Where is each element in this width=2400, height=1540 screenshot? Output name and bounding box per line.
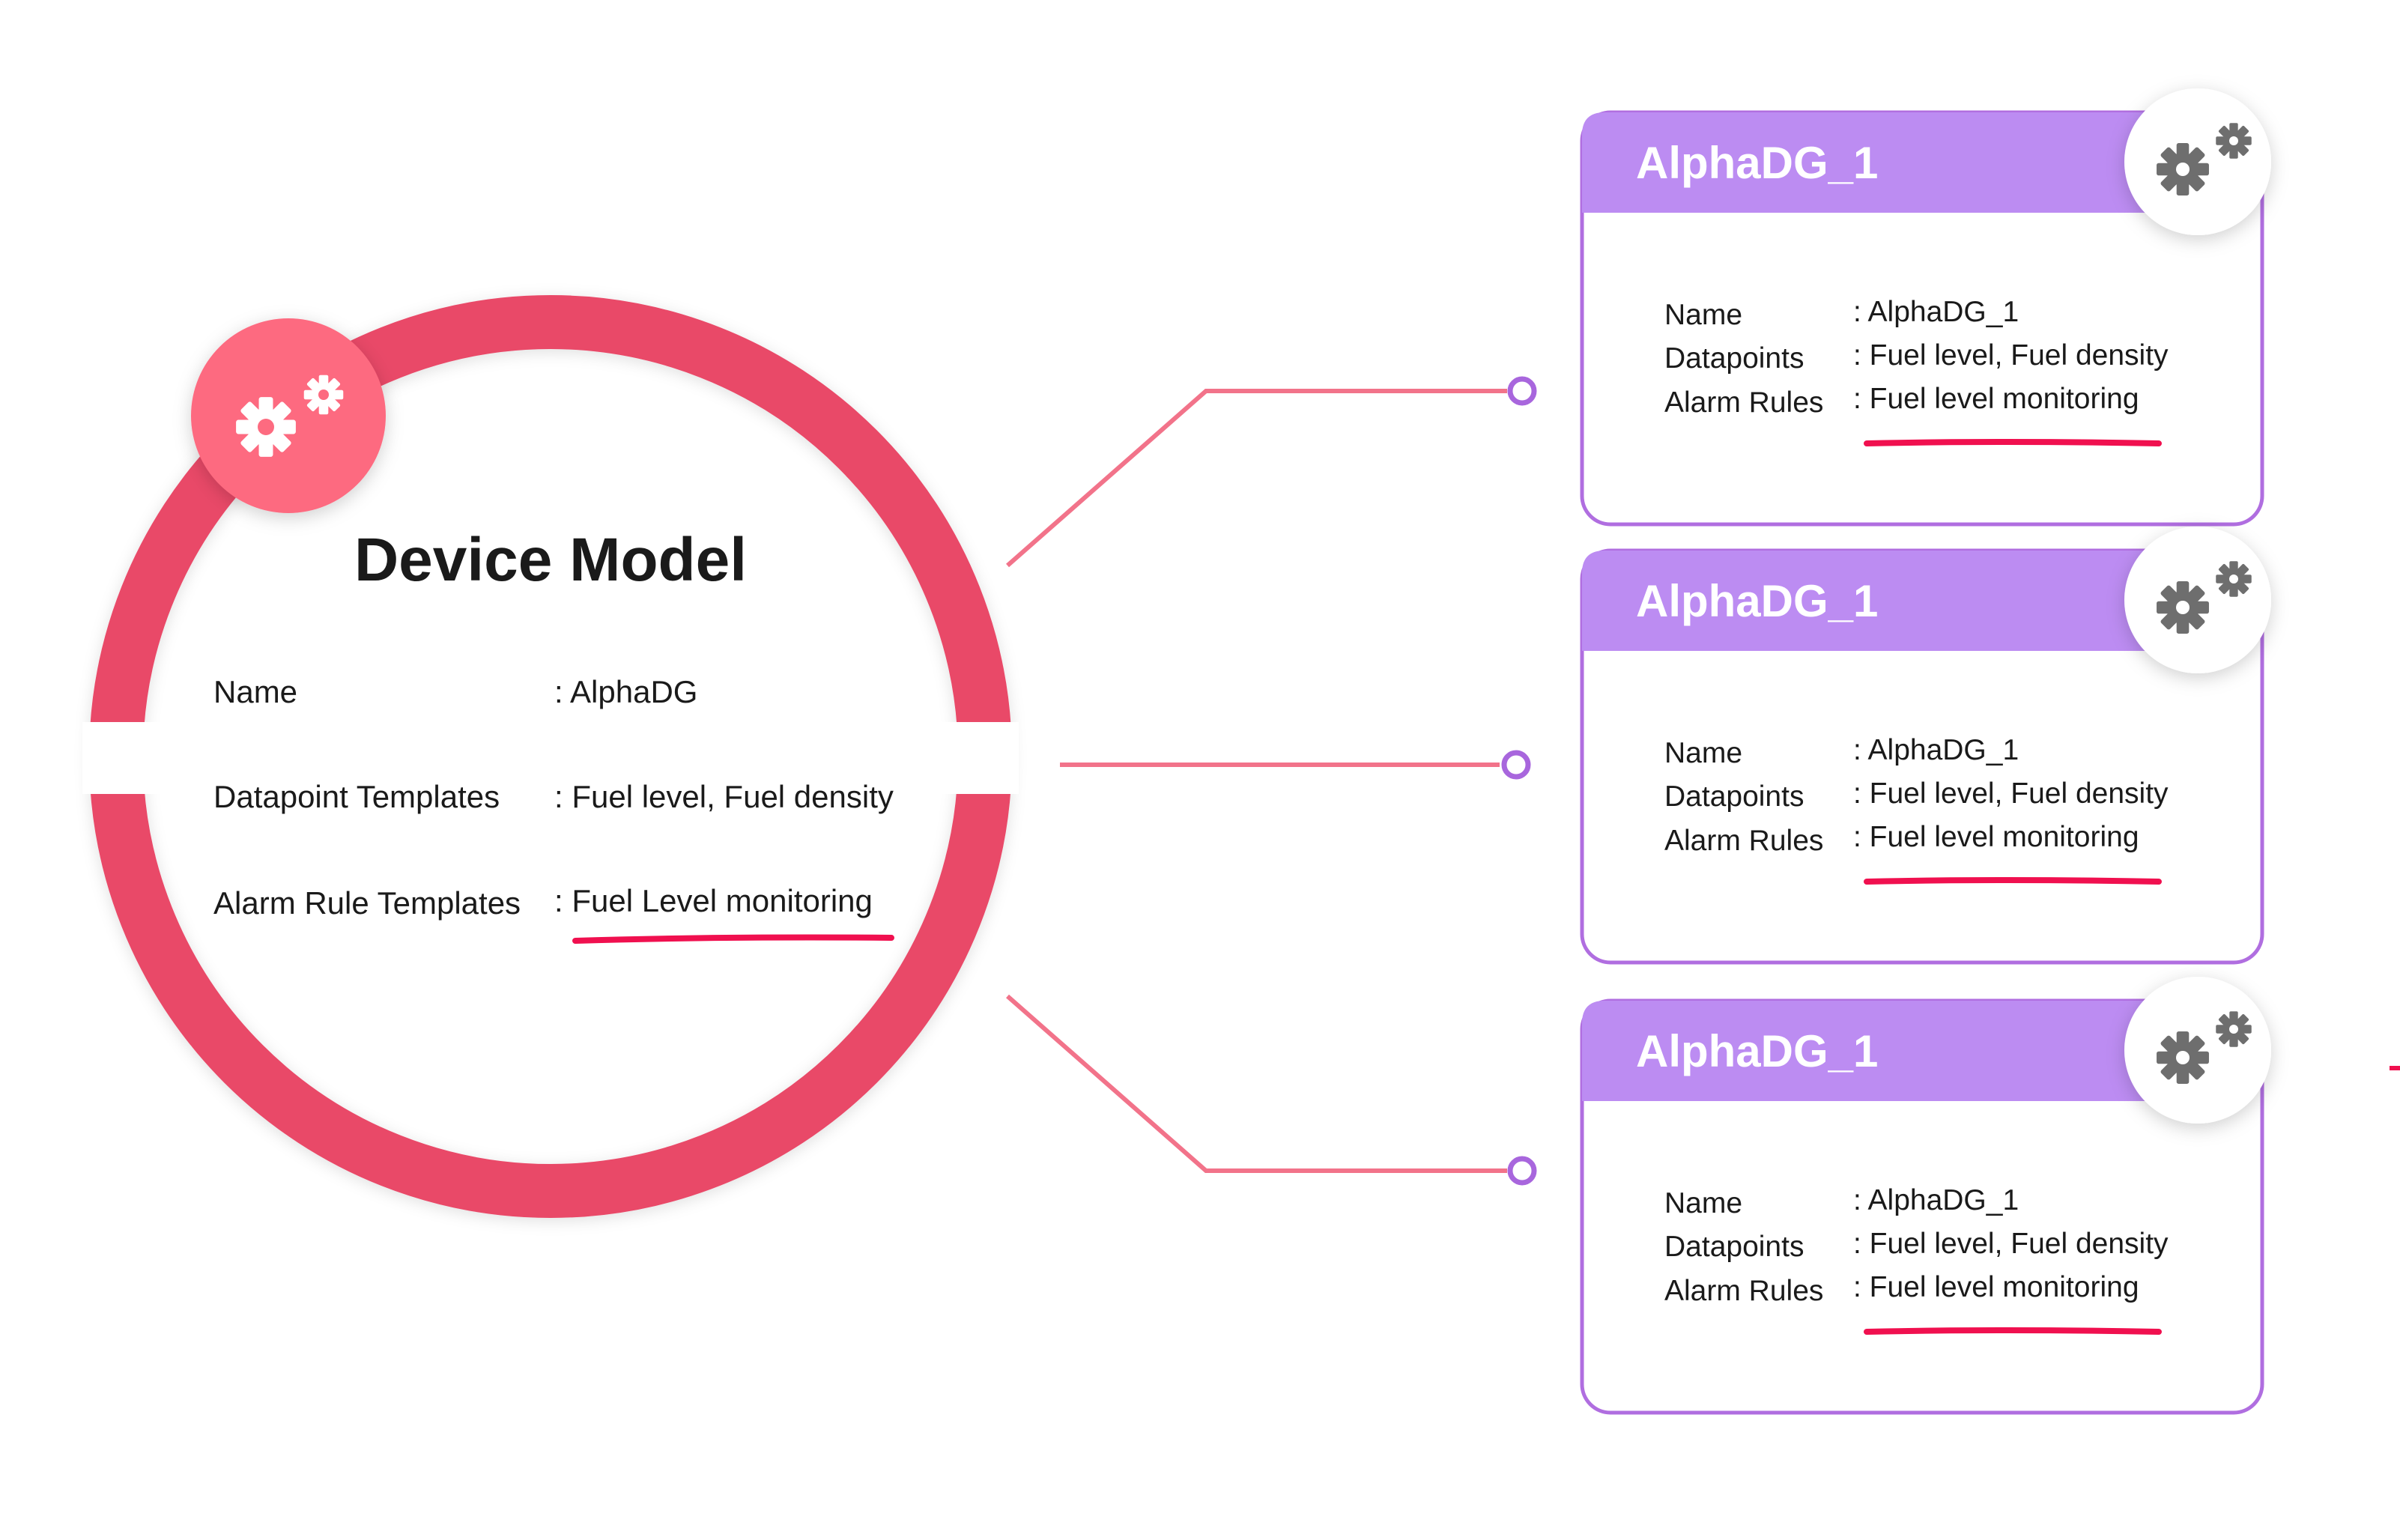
- device-model: Device Model Name : AlphaDG Datapoint Te…: [82, 295, 1019, 1218]
- connector-dot-2: [1501, 750, 1531, 780]
- alarm-rule-underline: [1864, 439, 2162, 446]
- gear-hole: [2176, 163, 2190, 176]
- gear-hole: [2176, 601, 2190, 614]
- field-label-alarm-rule-templates: Alarm Rule Templates: [213, 885, 521, 921]
- card-field-label: Name: [1664, 1187, 1742, 1219]
- device-model-badge-circle: [191, 318, 386, 513]
- connector-line-3: [1006, 994, 1507, 1173]
- device-model-fields: Name : AlphaDG Datapoint Templates : Fue…: [213, 674, 894, 921]
- connectors: [1006, 376, 1537, 1186]
- field-value-alarm-rule-templates: : Fuel Level monitoring: [554, 883, 873, 918]
- card-field-value: : Fuel level, Fuel density: [1853, 339, 2169, 372]
- card-field-value: : Fuel level monitoring: [1853, 1271, 2139, 1303]
- card-field-label: Datapoints: [1664, 780, 1804, 813]
- card-field-label: Alarm Rules: [1664, 386, 1823, 419]
- alarm-rule-underline: [572, 934, 894, 944]
- alarm-rule-underline: [1864, 1327, 2162, 1335]
- ring-gap-inner: [142, 727, 966, 789]
- connector-dot-1: [1507, 376, 1537, 406]
- card-field-label: Datapoints: [1664, 1231, 1804, 1263]
- connector-dot-3: [1507, 1156, 1537, 1186]
- card-field-value: : Fuel level monitoring: [1853, 821, 2139, 853]
- device-model-badge: [191, 318, 386, 513]
- gear-hole: [2229, 136, 2238, 145]
- card-title: AlphaDG_1: [1636, 576, 1878, 626]
- card-field-label: Alarm Rules: [1664, 825, 1823, 857]
- card-field-value: : AlphaDG_1: [1853, 1184, 2019, 1216]
- card-field-value: : Fuel level, Fuel density: [1853, 777, 2169, 810]
- field-value-name: : AlphaDG: [554, 674, 697, 709]
- field-value-datapoint-templates: : Fuel level, Fuel density: [554, 779, 894, 814]
- card-field-value: : AlphaDG_1: [1853, 296, 2019, 328]
- card-field-value: : Fuel level monitoring: [1853, 383, 2139, 415]
- field-label-datapoint-templates: Datapoint Templates: [213, 779, 500, 814]
- card-title: AlphaDG_1: [1636, 1026, 1878, 1076]
- card-header: [1582, 112, 2196, 213]
- card-header: [1582, 1001, 2196, 1101]
- card-field-label: Alarm Rules: [1664, 1275, 1823, 1307]
- gear-hole: [258, 419, 274, 435]
- card-field-label: Datapoints: [1664, 342, 1804, 375]
- device-model-title: Device Model: [354, 526, 747, 594]
- card-title: AlphaDG_1: [1636, 138, 1878, 188]
- gear-hole: [2229, 1025, 2238, 1034]
- gear-hole: [318, 389, 329, 400]
- card-field-value: : AlphaDG_1: [1853, 734, 2019, 766]
- connector-line-1: [1006, 389, 1507, 568]
- alarm-rule-underline: [1864, 877, 2162, 885]
- card-field-label: Name: [1664, 299, 1742, 331]
- card-header: [1582, 551, 2196, 651]
- field-label-name: Name: [213, 674, 297, 709]
- gear-hole: [2176, 1051, 2190, 1064]
- gear-hole: [2229, 575, 2238, 583]
- card-field-label: Name: [1664, 737, 1742, 769]
- card-field-value: : Fuel level, Fuel density: [1853, 1228, 2169, 1260]
